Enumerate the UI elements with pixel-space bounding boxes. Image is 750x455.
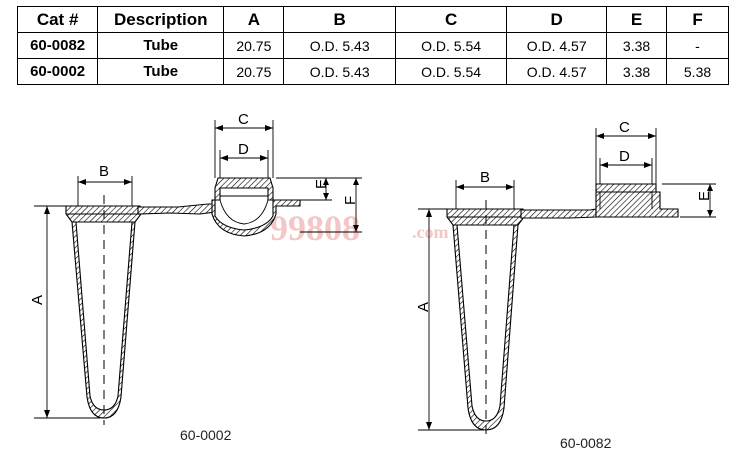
cell-c: O.D. 5.54 [394,58,508,85]
cell-cat: 60-0002 [16,58,99,85]
cell-a: 20.75 [223,32,285,59]
cell-cat: 60-0082 [16,32,99,59]
header-e: E [606,6,668,33]
dimension-c-label: C [619,119,630,136]
header-cat: Cat # [16,6,99,33]
watermark: 99808 .com [270,208,448,248]
dimension-d-label: D [619,148,630,165]
header-description: Description [97,6,225,33]
dimension-b-label: B [480,169,490,186]
dimension-b-label: B [99,163,109,180]
diagram-caption-left: 60-0002 [180,427,232,443]
table-header-row: Cat # Description A B C D E F [16,6,729,33]
tether-left [137,203,216,215]
watermark-suffix: .com [412,222,448,242]
cap-right [595,183,679,218]
dimension-a-label: A [415,302,432,312]
cell-f: 5.38 [666,58,729,85]
cell-description: Tube [97,58,225,85]
table-row: 60-0002 Tube 20.75 O.D. 5.43 O.D. 5.54 O… [16,58,729,85]
cell-b: O.D. 5.43 [283,58,396,85]
tube-diagram-60-0082: A B C D E 60-0082 [415,119,716,451]
dimension-a-label: A [29,295,46,305]
cell-d: O.D. 4.57 [506,32,608,59]
tube-body-left [65,205,142,419]
dimension-f-label: F [342,196,359,205]
dimension-e-label: E [313,179,330,189]
cell-e: 3.38 [606,58,668,85]
dimension-c-label: C [238,111,249,128]
header-c: C [394,6,508,33]
watermark-text: 99808 [270,208,360,248]
cell-a: 20.75 [223,58,285,85]
header-b: B [283,6,396,33]
dimension-e-label: E [696,191,713,201]
cap-left [211,199,301,237]
cell-d: O.D. 4.57 [506,58,608,85]
tether-right [520,208,597,219]
dimension-d-label: D [238,141,249,158]
tube-diagram-60-0002: A B C D E F 60-0002 [29,111,362,443]
specification-table: Cat # Description A B C D E F 60-0082 Tu… [16,6,729,85]
diagram-caption-right: 60-0082 [560,435,612,451]
cell-e: 3.38 [606,32,668,59]
header-f: F [666,6,729,33]
